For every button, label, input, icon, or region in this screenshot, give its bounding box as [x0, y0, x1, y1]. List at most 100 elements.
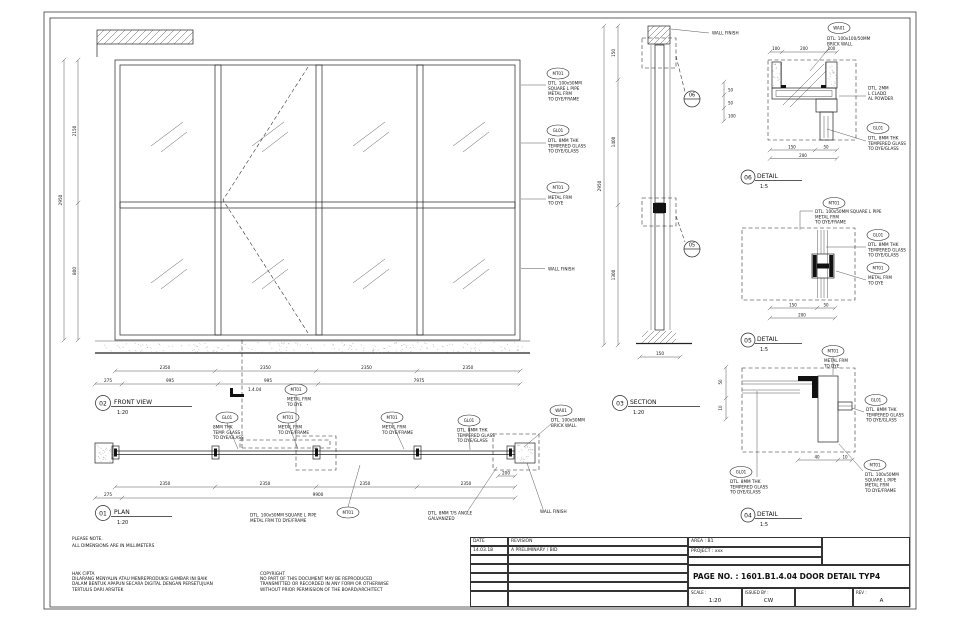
revision-row-empty	[470, 591, 508, 607]
door-tag: 1.4.04	[248, 387, 262, 392]
view-scale: 1:5	[760, 522, 768, 528]
view-title: DETAIL	[757, 173, 778, 180]
dim-label: 2150	[72, 125, 77, 136]
callout-note: METAL FRM	[824, 358, 848, 363]
detail-05: MT01 DTL. 100x50MM SQUARE L PIPE METAL F…	[741, 197, 906, 318]
callout-note: TEMPERED GLASS	[867, 247, 906, 252]
dim-label: 200	[798, 313, 806, 318]
plan-callouts: MT01 METAL FRM TO DYE GL01 8MM THK TEMP.…	[212, 383, 585, 523]
callout-note: DTL. 8MM THK	[457, 428, 488, 433]
dim-label: 2950	[597, 180, 602, 191]
view-scale: 1:20	[633, 410, 644, 416]
copyright-block: COPYRIGHT NO PART OF THIS DOCUMENT MAY B…	[260, 572, 389, 593]
callout-tag: MT01	[291, 387, 302, 392]
callout-note: TO DYE	[867, 280, 884, 285]
issued-label: ISSUED BY :	[745, 590, 769, 595]
callout-note: TEMP. GLASS	[212, 430, 241, 435]
callout-note: METAL FRM	[548, 195, 572, 200]
view-labels: 02 FRONT VIEW 1:20 01 PLAN 1:20 03 SECTI…	[95, 169, 802, 528]
callout-note: AL POWDER	[868, 96, 893, 101]
callout-note: TO DYE/FRAME	[277, 430, 309, 435]
callout-note: TO DYE/GLASS	[867, 253, 899, 258]
page-number: PAGE NO. : 1601.B1.4.04 DOOR DETAIL TYP4	[688, 565, 910, 588]
callout-tag: MT01	[828, 349, 839, 354]
rev-value: A	[879, 598, 884, 604]
dim-label: 100	[828, 46, 836, 51]
dim-label: 100	[728, 114, 736, 119]
callout-note: DTL. 8MM T/S ANGLE	[428, 511, 473, 516]
callout-tag: MT01	[343, 510, 354, 515]
revision-row-empty	[508, 582, 688, 591]
date-header: DATE	[470, 537, 508, 546]
callout-tag: WA01	[833, 26, 845, 31]
callout-note: 8MM THK	[213, 425, 233, 430]
callout-note: DTL. 8MM THK	[866, 407, 897, 412]
dim-label: 2350	[260, 481, 271, 486]
note-please: PLEASE NOTE.	[72, 537, 103, 542]
copyright-line: TRANSMITTED OR RECORDED IN ANY FORM OR O…	[260, 582, 389, 588]
hak-cipta-title: HAK CIPTA	[72, 572, 95, 577]
generated-linework	[61, 23, 855, 501]
issued-cell: ISSUED BY : CW	[742, 588, 795, 607]
view-title: SECTION	[630, 399, 656, 406]
callout-note: DTL. 2MM	[868, 86, 889, 91]
callout-note: BRICK WALL	[827, 41, 853, 46]
revision-row-empty	[470, 564, 508, 573]
callout-note: METAL FRM	[868, 275, 892, 280]
rev-label: REV :	[856, 590, 867, 595]
callout-note: TO DYE/FRAME	[381, 430, 413, 435]
dim-label: 50	[823, 145, 829, 150]
dim-label: 2950	[58, 194, 63, 205]
dim-label: 7975	[414, 378, 425, 383]
callout-tag: MT01	[829, 201, 840, 206]
callout-note: TEMPERED GLASS	[867, 141, 906, 146]
callout-note: DTL. 100x50MM	[865, 472, 899, 477]
blank-cell	[795, 588, 853, 607]
copyright-line: WITHOUT PRIOR PERMISSION OF THE BOARD/AR…	[260, 587, 383, 593]
callout-note: TEMPERED GLASS	[729, 484, 768, 489]
callout-note: DTL. 100x50MM	[551, 418, 585, 423]
view-title: DETAIL	[757, 336, 778, 343]
hak-cipta-line: DILARANG MENYALIN ATAU MENREPRODUKSI GAM…	[72, 577, 208, 583]
callout-note: DTL. 100x100/50MM	[827, 36, 871, 41]
callout-note: TEMPERED GLASS	[547, 143, 586, 148]
callout-tag: GL01	[464, 418, 475, 423]
dim-label: 2350	[260, 365, 271, 370]
callout-note: TO DYE/FRAME	[547, 96, 579, 101]
dim-label: 50	[718, 379, 723, 385]
callout-note: TO DYE/GLASS	[547, 149, 579, 154]
project-cell: PROJECT : xxx	[688, 547, 822, 557]
view-number: 01	[99, 511, 107, 518]
plan-dimensions: 2350 2350 2350 2350 275 9900	[104, 481, 472, 497]
callout-tag: MT01	[553, 71, 564, 76]
callout-tag: GL01	[873, 233, 884, 238]
callout-note: TO DYE	[286, 402, 303, 407]
dim-label: 2350	[461, 481, 472, 486]
callout-tag: MT01	[870, 463, 881, 468]
dim-label: 2350	[361, 365, 372, 370]
dim-label: 100	[772, 46, 780, 51]
scale-cell: SCALE : 1:20	[688, 588, 742, 607]
callout-note: METAL FRM	[865, 483, 889, 488]
detail-04: MT01 METAL FRM TO DYE GL01 DTL. 8MM THK …	[718, 345, 904, 495]
callout-note: DTL. 8MM THK	[548, 138, 579, 143]
view-scale: 1:5	[760, 184, 768, 190]
view-title: PLAN	[114, 509, 130, 516]
area-cell: AREA : B1	[688, 537, 822, 547]
view-title: DETAIL	[757, 511, 778, 518]
revision-header: REVISION	[508, 537, 688, 546]
dim-label: 50	[823, 303, 829, 308]
callout-note: TO DYE	[823, 363, 840, 368]
callout-note: WALL FINISH	[540, 509, 567, 514]
copyright-title: COPYRIGHT	[260, 572, 285, 577]
dim-label: 2350	[160, 365, 171, 370]
callout-note: WALL FINISH	[548, 267, 575, 272]
callout-note: METAL FRM	[287, 397, 311, 402]
callout-note: DTL. 100x50MM SQUARE L PIPE	[250, 513, 317, 518]
dim-label: 10	[842, 455, 848, 460]
callout-tag: MT01	[283, 415, 294, 420]
callout-note: TO DYE/GLASS	[456, 438, 488, 443]
callout-note: METAL FRM	[548, 91, 572, 96]
rev-cell: REV : A	[853, 588, 910, 607]
section-dimensions: 150 1400 1300 2950 50 50 100 150	[597, 49, 736, 356]
